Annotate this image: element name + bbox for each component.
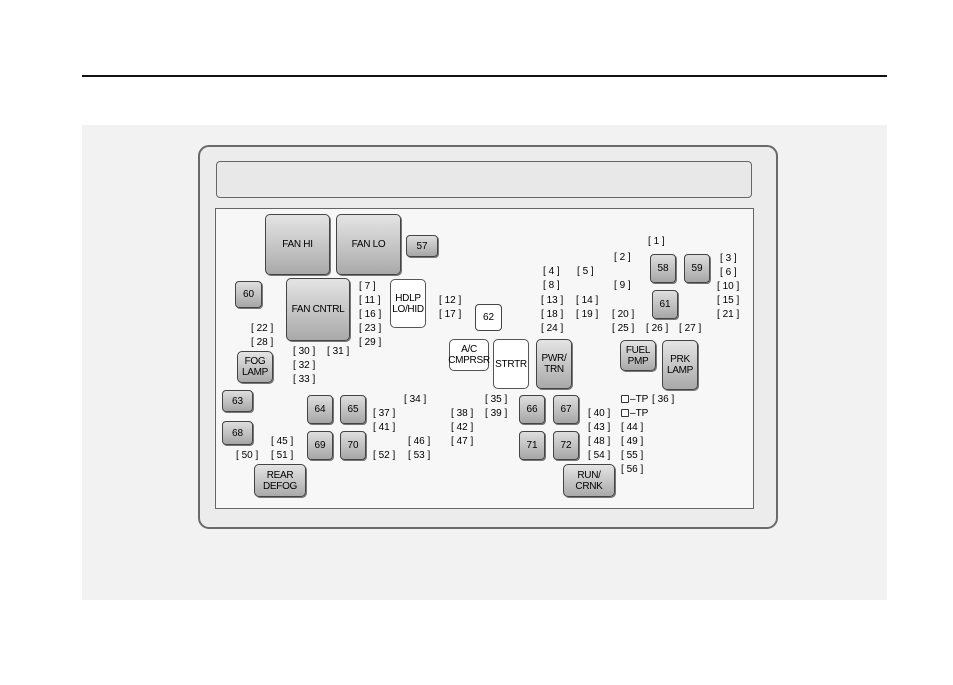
mini-relay-57: 57 bbox=[406, 235, 438, 257]
fuse-1: 1 bbox=[648, 236, 665, 247]
relay-run-crnk: RUN/ CRNK bbox=[563, 464, 615, 497]
fuse-22: 22 bbox=[251, 323, 273, 334]
relay-pwr-trn: PWR/ TRN bbox=[536, 339, 572, 389]
relay-fog-lamp: FOG LAMP bbox=[237, 351, 273, 383]
fuse-24: 24 bbox=[541, 323, 563, 334]
mini-relay-59: 59 bbox=[684, 254, 710, 283]
mini-relay-68: 68 bbox=[222, 421, 253, 445]
fuse-3: 3 bbox=[720, 253, 737, 264]
mini-relay-67: 67 bbox=[553, 395, 579, 424]
fuse-27: 27 bbox=[679, 323, 701, 334]
mini-relay-63: 63 bbox=[222, 390, 253, 412]
relay-prk-lamp: PRK LAMP bbox=[662, 340, 698, 390]
fuse-49: 49 bbox=[621, 436, 643, 447]
fuse-9: 9 bbox=[614, 280, 631, 291]
test-point-1: –TP bbox=[621, 394, 648, 405]
fuse-12: 12 bbox=[439, 295, 461, 306]
fuse-34: 34 bbox=[404, 394, 426, 405]
relay-fan-lo: FAN LO bbox=[336, 214, 401, 275]
fuse-28: 28 bbox=[251, 337, 273, 348]
relay-fan-hi: FAN HI bbox=[265, 214, 330, 275]
fuse-23: 23 bbox=[359, 323, 381, 334]
fuse-56: 56 bbox=[621, 464, 643, 475]
fuse-41: 41 bbox=[373, 422, 395, 433]
fuse-16: 16 bbox=[359, 309, 381, 320]
fuse-51: 51 bbox=[271, 450, 293, 461]
fuse-55: 55 bbox=[621, 450, 643, 461]
fuse-17: 17 bbox=[439, 309, 461, 320]
fuse-30: 30 bbox=[293, 346, 315, 357]
mini-relay-62: 62 bbox=[475, 304, 502, 331]
fuse-6: 6 bbox=[720, 267, 737, 278]
fuse-19: 19 bbox=[576, 309, 598, 320]
relay-ac-cmprsr: A/C CMPRSR bbox=[448, 339, 490, 371]
fuse-48: 48 bbox=[588, 436, 610, 447]
mini-relay-69: 69 bbox=[307, 431, 333, 460]
fuse-53: 53 bbox=[408, 450, 430, 461]
fuse-13: 13 bbox=[541, 295, 563, 306]
fuse-block-cover-strip bbox=[216, 161, 752, 198]
relay-rear-defog: REAR DEFOG bbox=[254, 464, 306, 497]
fuse-36: 36 bbox=[652, 394, 674, 405]
relay-hdlp-lo-hid: HDLP LO/HID bbox=[390, 279, 426, 328]
fuse-32: 32 bbox=[293, 360, 315, 371]
fuse-47: 47 bbox=[451, 436, 473, 447]
fuse-10: 10 bbox=[717, 281, 739, 292]
mini-relay-70: 70 bbox=[340, 431, 366, 460]
relay-fan-cntrl: FAN CNTRL bbox=[286, 278, 350, 341]
fuse-54: 54 bbox=[588, 450, 610, 461]
fuse-50: 50 bbox=[236, 450, 258, 461]
fuse-46: 46 bbox=[408, 436, 430, 447]
fuse-43: 43 bbox=[588, 422, 610, 433]
fuse-29: 29 bbox=[359, 337, 381, 348]
fuse-8: 8 bbox=[543, 280, 560, 291]
fuse-33: 33 bbox=[293, 374, 315, 385]
fuse-40: 40 bbox=[588, 408, 610, 419]
fuse-26: 26 bbox=[646, 323, 668, 334]
fuse-15: 15 bbox=[717, 295, 739, 306]
test-point-icon bbox=[621, 395, 629, 404]
fuse-35: 35 bbox=[485, 394, 507, 405]
fuse-44: 44 bbox=[621, 422, 643, 433]
fuse-5: 5 bbox=[577, 266, 594, 277]
mini-relay-65: 65 bbox=[340, 395, 366, 424]
fuse-45: 45 bbox=[271, 436, 293, 447]
mini-relay-60: 60 bbox=[235, 281, 262, 308]
mini-relay-72: 72 bbox=[553, 431, 579, 460]
mini-relay-64: 64 bbox=[307, 395, 333, 424]
fuse-2: 2 bbox=[614, 252, 631, 263]
mini-relay-71: 71 bbox=[519, 431, 545, 460]
fuse-20: 20 bbox=[612, 309, 634, 320]
fuse-39: 39 bbox=[485, 408, 507, 419]
mini-relay-61: 61 bbox=[652, 290, 678, 319]
fuse-38: 38 bbox=[451, 408, 473, 419]
fuse-14: 14 bbox=[576, 295, 598, 306]
relay-strtr: STRTR bbox=[493, 339, 529, 389]
fuse-52: 52 bbox=[373, 450, 395, 461]
mini-relay-66: 66 bbox=[519, 395, 545, 424]
fuse-11: 11 bbox=[359, 295, 381, 306]
fuse-42: 42 bbox=[451, 422, 473, 433]
fuse-25: 25 bbox=[612, 323, 634, 334]
fuse-18: 18 bbox=[541, 309, 563, 320]
fuse-37: 37 bbox=[373, 408, 395, 419]
mini-relay-58: 58 bbox=[650, 254, 676, 283]
relay-fuel-pmp: FUEL PMP bbox=[620, 340, 656, 371]
top-rule bbox=[82, 75, 887, 77]
test-point-icon bbox=[621, 409, 629, 418]
fuse-31: 31 bbox=[327, 346, 349, 357]
test-point-2: –TP bbox=[621, 408, 648, 419]
fuse-21: 21 bbox=[717, 309, 739, 320]
fuse-4: 4 bbox=[543, 266, 560, 277]
fuse-7: 7 bbox=[359, 281, 376, 292]
